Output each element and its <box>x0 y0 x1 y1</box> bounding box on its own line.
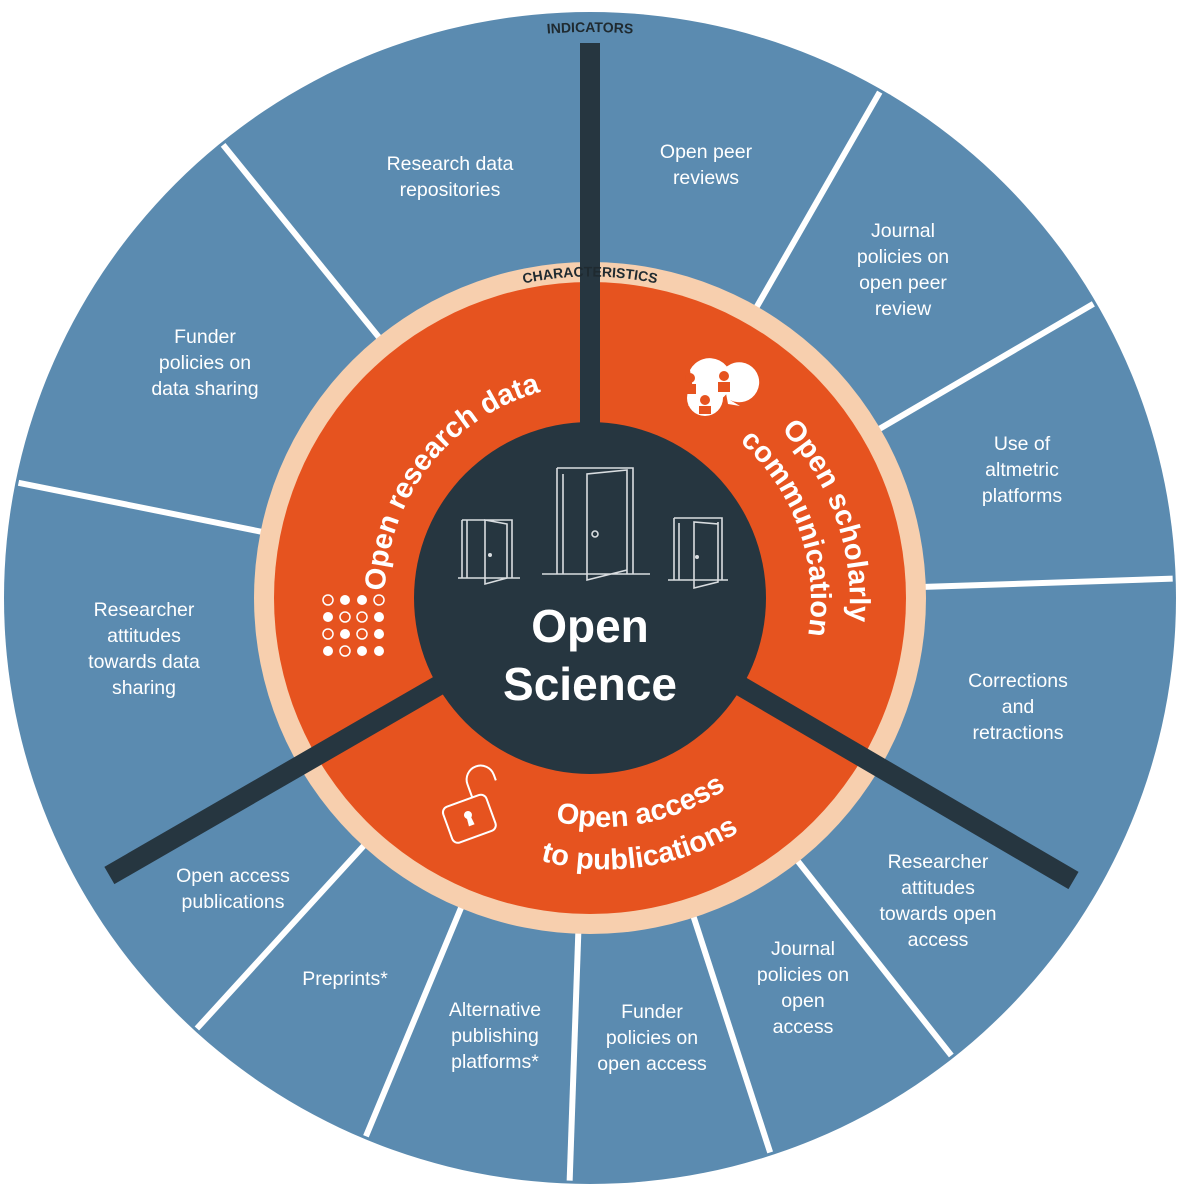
open-doors-icon <box>458 467 728 590</box>
data-node <box>322 594 334 606</box>
indicator-divider-line <box>17 479 263 535</box>
data-node <box>374 612 384 622</box>
indicator-dividers <box>17 90 1173 1181</box>
data-node <box>356 611 368 623</box>
indicator-divider-line <box>220 143 382 340</box>
data-node <box>323 612 333 622</box>
indicator-divider-line <box>924 575 1173 590</box>
center-title-line1: Open <box>531 600 649 652</box>
data-node <box>374 646 384 656</box>
data-node <box>323 646 333 656</box>
data-node <box>340 629 350 639</box>
indicator-divider-line <box>194 843 367 1031</box>
indicator-divider-line <box>690 915 774 1154</box>
indicator-divider-line <box>877 301 1095 432</box>
data-node <box>357 595 367 605</box>
indicator-divider-line <box>753 90 883 309</box>
data-node <box>322 628 334 640</box>
open-padlock-icon <box>441 764 497 844</box>
section-divider-line <box>104 674 448 885</box>
section-divider-line <box>731 675 1079 890</box>
characteristics-header: CHARACTERISTICS <box>521 263 659 286</box>
data-network-icon <box>322 594 385 657</box>
indicator-divider-line <box>795 859 954 1058</box>
section-dividers <box>104 43 1079 890</box>
indicator-divider-line <box>363 906 465 1138</box>
indicator-preprints: Preprints* <box>302 968 388 990</box>
data-node <box>339 611 351 623</box>
data-node <box>373 594 385 606</box>
data-node <box>356 628 368 640</box>
data-node <box>340 595 350 605</box>
chat-bubbles-people-icon <box>684 358 760 416</box>
core-circle <box>414 422 766 774</box>
data-node <box>374 629 384 639</box>
indicators-header: INDICATORS <box>546 19 634 37</box>
data-node <box>339 645 351 657</box>
indicator-divider-line <box>566 932 582 1181</box>
center-title-line2: Science <box>503 658 677 710</box>
data-node <box>357 646 367 656</box>
